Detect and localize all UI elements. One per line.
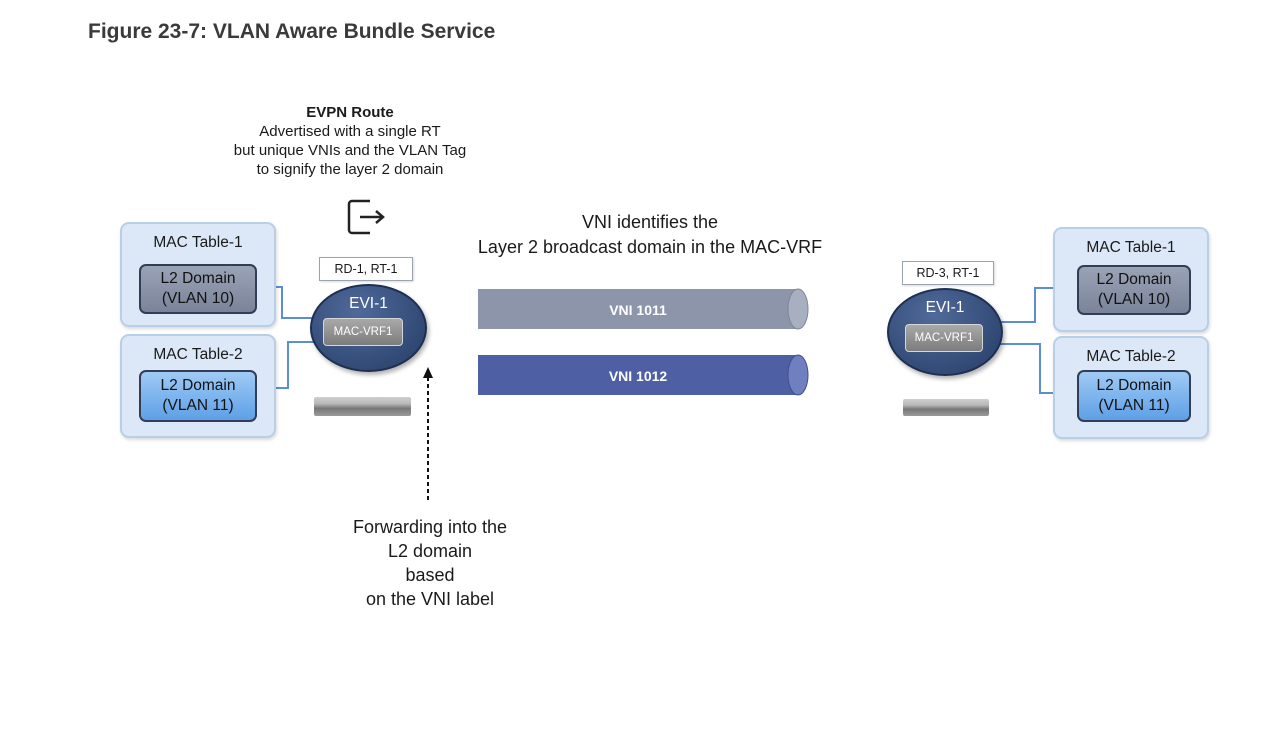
l2-domain-vlan11-left: L2 Domain (VLAN 11) [139, 370, 257, 422]
l2-domain-vlan10-right: L2 Domain (VLAN 10) [1077, 265, 1191, 315]
l2-domain-label: L2 Domain [1096, 271, 1172, 288]
rd-rt-label-left: RD-1, RT-1 [319, 257, 413, 281]
evi-right: EVI-1 MAC-VRF1 [887, 288, 1003, 376]
switch-icon [314, 397, 411, 416]
evpn-route-line: Advertised with a single RT [259, 123, 441, 140]
switch-icon [903, 399, 989, 416]
vni-1012-label: VNI 1012 [608, 368, 668, 384]
mac-vrf-left: MAC-VRF1 [323, 318, 403, 346]
forwarding-note-line: L2 domain [387, 541, 473, 561]
rd-rt-label-right: RD-3, RT-1 [902, 261, 994, 285]
mac-table-label: MAC Table-1 [1086, 239, 1176, 256]
vni-note: VNI identifies the Layer 2 broadcast dom… [440, 210, 860, 260]
vni-1011-label: VNI 1011 [609, 302, 667, 318]
vni-note-line: Layer 2 broadcast domain in the MAC-VRF [477, 237, 823, 257]
evpn-route-line: but unique VNIs and the VLAN Tag [233, 142, 467, 159]
vni-note-line: VNI identifies the [581, 212, 719, 232]
evi-left: EVI-1 MAC-VRF1 [310, 284, 427, 372]
export-arrow-icon [347, 199, 385, 235]
evi-label: EVI-1 [925, 299, 965, 316]
figure-title: Figure 23-7: VLAN Aware Bundle Service [88, 20, 496, 43]
mac-table-label: MAC Table-1 [153, 234, 243, 251]
forwarding-note-line: Forwarding into the [352, 517, 508, 537]
mac-table-2-right: MAC Table-2 L2 Domain (VLAN 11) [1053, 336, 1209, 439]
evpn-route-line: to signify the layer 2 domain [256, 161, 444, 178]
l2-domain-label: L2 Domain [160, 377, 236, 394]
vlan-label: (VLAN 10) [1097, 291, 1171, 308]
l2-domain-label: L2 Domain [1096, 377, 1172, 394]
vni-1011-label-wrap: VNI 1011 [478, 289, 798, 329]
forwarding-note: Forwarding into the L2 domain based on t… [320, 515, 540, 611]
mac-vrf-right: MAC-VRF1 [905, 324, 983, 352]
vni-1012-label-wrap: VNI 1012 [478, 355, 798, 395]
l2-domain-vlan11-right: L2 Domain (VLAN 11) [1077, 370, 1191, 422]
l2-domain-label: L2 Domain [160, 270, 236, 287]
mac-table-2-left: MAC Table-2 L2 Domain (VLAN 11) [120, 334, 276, 438]
forwarding-note-line: on the VNI label [365, 589, 495, 609]
evpn-route-title: EVPN Route [306, 104, 394, 121]
mac-table-label: MAC Table-2 [153, 346, 243, 363]
mac-table-1-left: MAC Table-1 L2 Domain (VLAN 10) [120, 222, 276, 327]
l2-domain-vlan10-left: L2 Domain (VLAN 10) [139, 264, 257, 314]
mac-table-1-right: MAC Table-1 L2 Domain (VLAN 10) [1053, 227, 1209, 332]
vni-1012-tunnel [478, 354, 809, 396]
forwarding-note-line: based [405, 565, 455, 585]
vlan-label: (VLAN 11) [1098, 397, 1170, 414]
mac-table-label: MAC Table-2 [1086, 348, 1176, 365]
evi-label: EVI-1 [349, 295, 388, 312]
vni-1011-tunnel [478, 288, 809, 330]
vlan-label: (VLAN 11) [162, 397, 234, 414]
evpn-route-note: EVPN Route Advertised with a single RT b… [200, 103, 500, 179]
vlan-label: (VLAN 10) [161, 290, 235, 307]
